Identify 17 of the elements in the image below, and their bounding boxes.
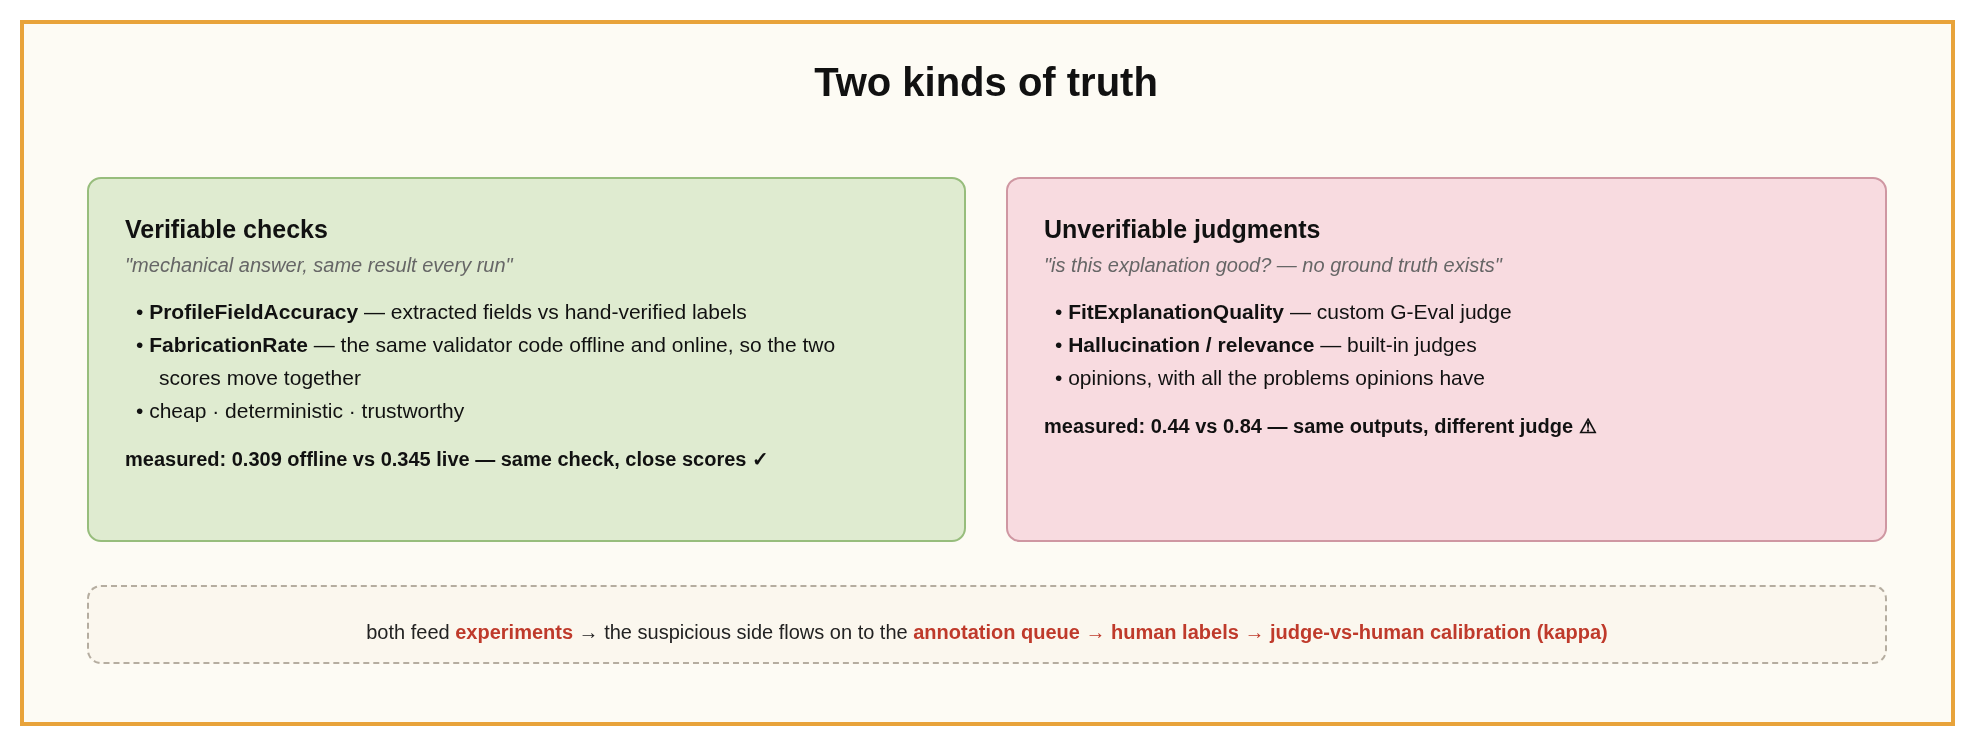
bullet-item: • ProfileFieldAccuracy — extracted fields vs hand-verified labels xyxy=(135,299,748,325)
card-quote: "mechanical answer, same result every run" xyxy=(125,254,513,277)
bullet-item: • FabricationRate — the same validator code offline and online, so the two scores move together xyxy=(135,332,837,391)
bullet-item: • Hallucination / relevance — built-in judges xyxy=(1054,332,1478,358)
unverifiable-card xyxy=(1006,177,1887,542)
bullet-item: • opinions, with all the problems opinions have xyxy=(1054,365,1486,391)
card-heading: Verifiable checks xyxy=(125,215,328,244)
bullet-item: • FitExplanationQuality — custom G-Eval judge xyxy=(1054,299,1513,325)
summary-text: both feed experiments → the suspicious side flows on to the annotation queue → human labels → judge-vs-human calibration (kappa) xyxy=(366,621,1608,644)
verifiable-card xyxy=(87,177,966,542)
bullet-item: • cheap · deterministic · trustworthy xyxy=(135,398,466,424)
diagram-title: Two kinds of truth xyxy=(814,60,1158,105)
measured-result: measured: 0.44 vs 0.84 — same outputs, different judge ⚠ xyxy=(1044,414,1597,438)
card-quote: "is this explanation good? — no ground truth exists" xyxy=(1044,254,1502,277)
measured-result: measured: 0.309 offline vs 0.345 live — same check, close scores ✓ xyxy=(125,447,770,471)
summary-banner xyxy=(87,585,1887,664)
card-heading: Unverifiable judgments xyxy=(1044,215,1321,244)
